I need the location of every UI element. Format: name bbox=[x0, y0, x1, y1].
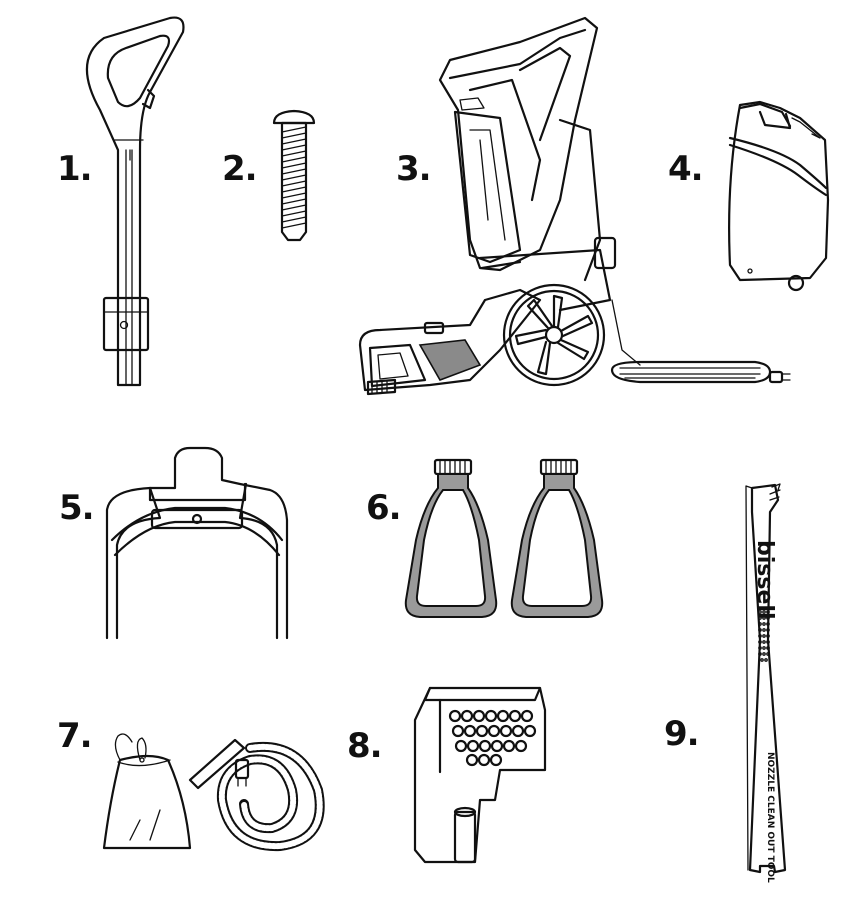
label-7: 7. bbox=[57, 716, 93, 756]
label-2: 2. bbox=[222, 149, 258, 189]
label-6: 6. bbox=[366, 488, 402, 528]
label-5: 5. bbox=[59, 488, 95, 528]
label-4: 4. bbox=[668, 149, 704, 189]
label-8: 8. bbox=[347, 726, 383, 766]
tool-brand-text: bissell bbox=[752, 540, 777, 619]
bottles-part bbox=[404, 458, 604, 618]
clean-out-tool-part: bissell NOZZLE CLEAN OUT TOOL bbox=[745, 483, 787, 883]
label-1: 1. bbox=[57, 149, 93, 189]
handle-part bbox=[85, 16, 185, 387]
brush-tool-part bbox=[413, 686, 547, 864]
frame-part bbox=[105, 446, 289, 640]
screw-part bbox=[272, 109, 316, 242]
bag-and-hose-part bbox=[102, 733, 325, 852]
main-unit-part bbox=[358, 16, 791, 396]
tank-part bbox=[728, 100, 830, 292]
tool-caption-text: NOZZLE CLEAN OUT TOOL bbox=[765, 752, 775, 883]
label-9: 9. bbox=[664, 714, 700, 754]
label-3: 3. bbox=[396, 149, 432, 189]
